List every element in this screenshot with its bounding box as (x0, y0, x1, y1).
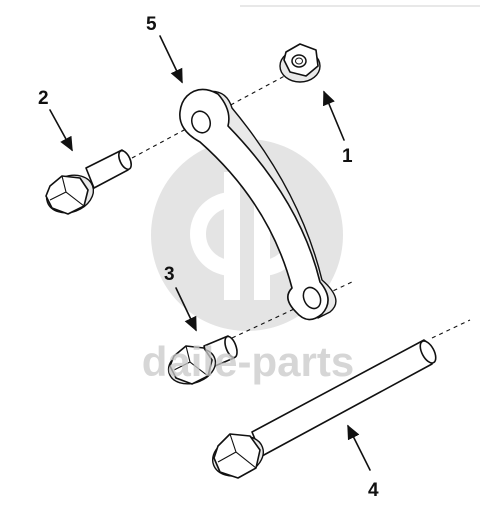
short-bolt-part-2 (45, 149, 132, 215)
callout-5: 5 (146, 14, 157, 35)
leader-arrow-5 (159, 35, 183, 84)
callout-2: 2 (38, 88, 49, 109)
centerline-long-bolt (431, 319, 471, 339)
long-bolt-part-4 (212, 339, 437, 479)
leader-arrow-2 (49, 109, 73, 152)
short-bolt-part-3 (167, 335, 238, 385)
leader-arrow-1 (323, 90, 345, 141)
bracket-lower-hole (302, 286, 322, 310)
bracket-upper-hole (190, 110, 212, 134)
flange-nut-part-1 (279, 43, 321, 83)
callout-4: 4 (368, 480, 379, 501)
watermark-text: daile-parts (142, 338, 354, 385)
curved-bracket-part-5 (179, 88, 337, 321)
callout-3: 3 (164, 264, 175, 285)
centerline-lower (231, 281, 353, 339)
leader-arrow-3 (175, 287, 197, 332)
leader-arrow-4 (347, 424, 371, 471)
callout-1: 1 (342, 146, 353, 167)
